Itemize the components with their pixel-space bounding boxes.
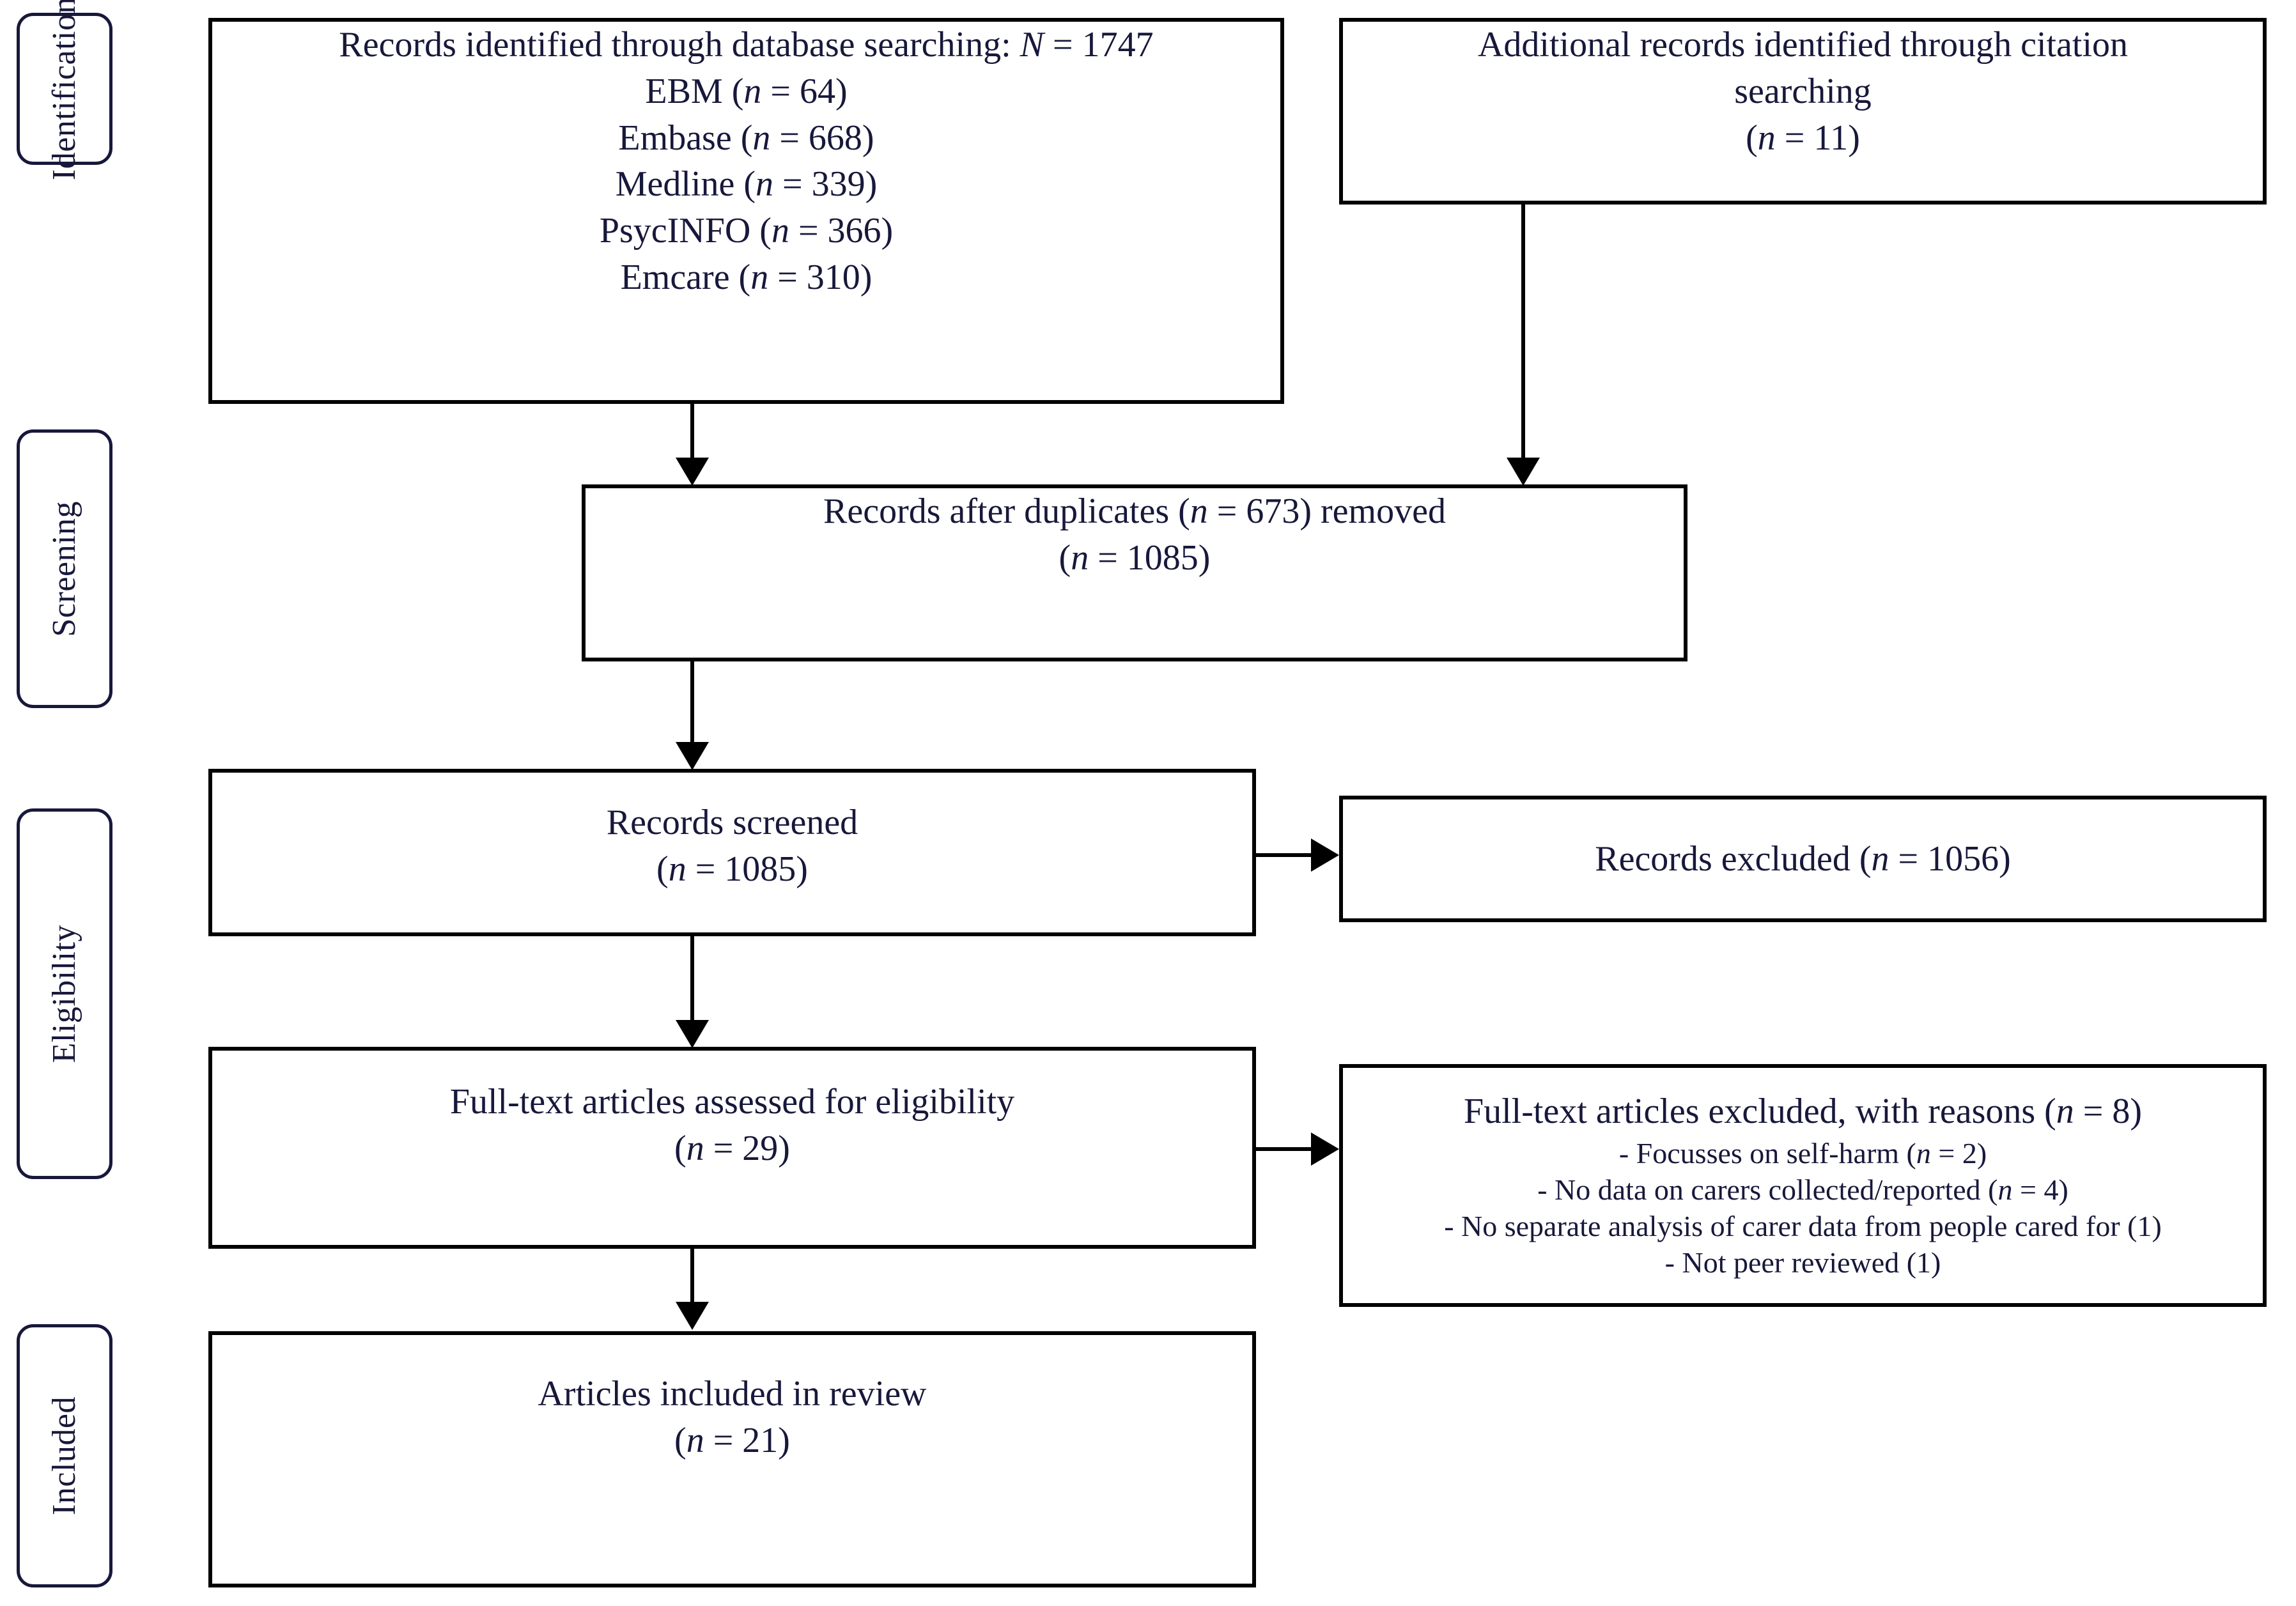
screened-line-0: Records screened — [606, 803, 858, 842]
fulltext-excluded-reason-3: - Not peer reviewed (1) — [1664, 1246, 1941, 1279]
fulltext-excluded-reason-1: - No data on carers collected/reported (… — [1537, 1173, 2068, 1206]
arrowhead-citation-to-duplicates — [1507, 458, 1540, 486]
connector-screened-to-fulltext — [690, 936, 694, 1025]
stage-label-identification: Identification — [17, 0, 112, 181]
duplicates-line-1: (n = 1085) — [1059, 537, 1211, 578]
citation-line-0: Additional records identified through ci… — [1477, 25, 2129, 65]
connector-fulltext-to-excluded-reasons — [1256, 1147, 1312, 1151]
stage-label-included: Included — [17, 1324, 112, 1587]
arrowhead-duplicates-to-screened — [676, 742, 709, 770]
connector-identified-to-duplicates — [690, 404, 694, 463]
stage-label-screening: Screening — [17, 429, 112, 708]
citation-line-1: searching — [1734, 71, 1872, 111]
arrowhead-fulltext-to-included — [676, 1302, 709, 1330]
fulltext-line-1: (n = 29) — [674, 1128, 790, 1168]
stage-label-identification-text: Identification — [46, 0, 82, 181]
stage-label-included-text: Included — [46, 1396, 82, 1515]
box-records-after-duplicates: Records after duplicates (n = 673) remov… — [582, 484, 1687, 661]
arrowhead-fulltext-to-excluded-reasons — [1311, 1132, 1339, 1166]
records-identified-line-5: Emcare (n = 310) — [620, 257, 873, 297]
included-line-0: Articles included in review — [538, 1374, 927, 1414]
fulltext-excluded-reason-2: - No separate analysis of carer data fro… — [1444, 1209, 2162, 1242]
box-records-identified: Records identified through database sear… — [208, 18, 1284, 404]
stage-label-screening-text: Screening — [46, 500, 82, 637]
arrowhead-identified-to-duplicates — [676, 458, 709, 486]
citation-line-2: (n = 11) — [1746, 118, 1860, 158]
connector-duplicates-to-screened — [690, 661, 694, 747]
box-additional-records-citation: Additional records identified through ci… — [1339, 18, 2267, 205]
duplicates-line-0: Records after duplicates (n = 673) remov… — [823, 491, 1446, 531]
box-articles-included: Articles included in review (n = 21) — [208, 1331, 1256, 1587]
fulltext-excluded-reason-0: - Focusses on self-harm (n = 2) — [1618, 1136, 1987, 1170]
arrowhead-screened-to-excluded — [1311, 838, 1339, 872]
stage-label-eligibility: Eligibility — [17, 808, 112, 1179]
screened-line-1: (n = 1085) — [656, 849, 808, 889]
connector-screened-to-excluded — [1256, 853, 1312, 857]
stage-label-eligibility-text: Eligibility — [46, 924, 82, 1063]
records-identified-line-1: EBM (n = 64) — [645, 71, 848, 111]
box-full-text-excluded-reasons: Full-text articles excluded, with reason… — [1339, 1064, 2267, 1307]
connector-fulltext-to-included — [690, 1249, 694, 1306]
records-identified-line-4: PsycINFO (n = 366) — [599, 211, 894, 251]
excluded-line-0: Records excluded (n = 1056) — [1595, 838, 2011, 879]
box-records-screened: Records screened (n = 1085) — [208, 769, 1256, 936]
records-identified-line-2: Embase (n = 668) — [618, 118, 874, 158]
box-full-text-assessed: Full-text articles assessed for eligibil… — [208, 1047, 1256, 1249]
included-line-1: (n = 21) — [674, 1420, 790, 1460]
box-records-excluded: Records excluded (n = 1056) — [1339, 796, 2267, 922]
fulltext-line-0: Full-text articles assessed for eligibil… — [449, 1082, 1015, 1122]
arrowhead-screened-to-fulltext — [676, 1020, 709, 1048]
fulltext-excluded-heading: Full-text articles excluded, with reason… — [1463, 1092, 2143, 1131]
connector-citation-to-duplicates — [1521, 205, 1525, 460]
records-identified-line-3: Medline (n = 339) — [615, 164, 878, 205]
records-identified-line-0: Records identified through database sear… — [339, 25, 1154, 65]
